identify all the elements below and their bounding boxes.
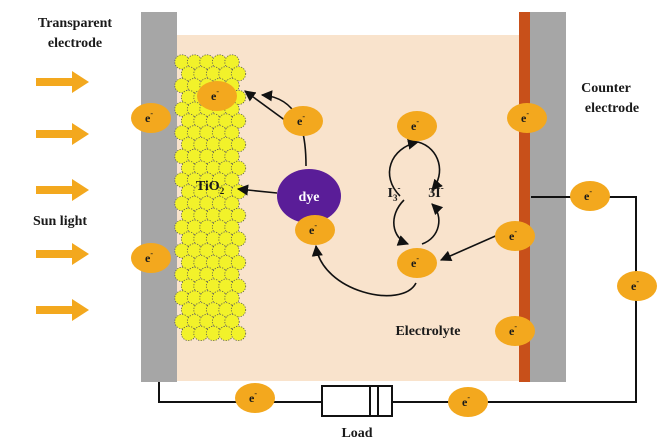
- tio2-particle: [224, 172, 240, 188]
- electron: e-: [283, 106, 323, 136]
- svg-text:e-: e-: [145, 249, 153, 265]
- tio2-particle: [230, 66, 247, 82]
- tio2-particle: [230, 113, 247, 129]
- svg-text:e-: e-: [584, 187, 592, 203]
- electron: e-: [197, 81, 237, 111]
- electron: e-: [397, 111, 437, 141]
- load-resistor: [321, 385, 393, 417]
- electron: e-: [570, 181, 610, 211]
- e-to-tio2-arrow: [244, 90, 287, 122]
- tio2-particle: [218, 325, 234, 341]
- counter-electrode-label-line2: electrode: [585, 101, 639, 116]
- svg-text:e-: e-: [309, 221, 317, 237]
- tio2-particle: [205, 325, 222, 341]
- transparent-electrode: [141, 12, 177, 382]
- tio2-particle: [224, 196, 240, 212]
- svg-text:e-: e-: [509, 322, 517, 338]
- tio2-nanoparticle-layer: [174, 54, 247, 341]
- electrons: e-e-e-e-e-e-e-e-e-e-e-e-e-e-: [131, 81, 657, 417]
- dye-to-tio2-arrow: [236, 184, 278, 196]
- iodide-left-label: I3-: [388, 183, 401, 203]
- electron: e-: [397, 248, 437, 278]
- svg-text:e-: e-: [211, 87, 219, 103]
- tio2-particle: [230, 231, 247, 247]
- tio2-particle: [224, 148, 240, 164]
- electron: e-: [295, 215, 335, 245]
- svg-text:e-: e-: [145, 109, 153, 125]
- svg-text:e-: e-: [297, 112, 305, 128]
- electrolyte-label: Electrolyte: [395, 324, 460, 339]
- tio2-particle: [224, 313, 240, 330]
- tio2-label: TiO2: [196, 179, 225, 196]
- electrolyte-to-dye-arrow: [311, 244, 417, 297]
- tio2-particle: [224, 54, 240, 70]
- transparent-electrode-label-line1: Transparent: [38, 16, 112, 31]
- svg-text:e-: e-: [249, 389, 257, 405]
- electron: e-: [131, 243, 171, 273]
- dye-molecule: [277, 169, 341, 223]
- sun-arrow: [36, 123, 89, 145]
- svg-text:e-: e-: [509, 227, 517, 243]
- svg-text:e-: e-: [462, 393, 470, 409]
- electron: e-: [495, 316, 535, 346]
- transparent-electrode-label-line2: electrode: [48, 36, 102, 51]
- tio2-particle: [230, 160, 247, 176]
- tio2-particle: [224, 243, 240, 259]
- svg-text:e-: e-: [521, 109, 529, 125]
- iodide-right-label: 3I-: [428, 183, 443, 201]
- tio2-particle: [224, 290, 240, 306]
- tio2-particle: [224, 125, 240, 141]
- counter-electrode-label-line1: Counter: [581, 81, 631, 96]
- sun-light-label: Sun light: [33, 214, 87, 229]
- sun-arrow: [36, 299, 89, 321]
- electron: e-: [448, 387, 488, 417]
- electron: e-: [617, 271, 657, 301]
- tio2-particle: [230, 325, 247, 341]
- electron: e-: [235, 383, 275, 413]
- tio2-particle: [224, 266, 240, 282]
- electron: e-: [131, 103, 171, 133]
- load-label: Load: [341, 426, 372, 441]
- electron: e-: [507, 103, 547, 133]
- dye-label: dye: [299, 190, 320, 205]
- tio2-particle: [230, 278, 247, 294]
- sun-arrow: [36, 71, 89, 93]
- tio2-particle: [224, 219, 240, 235]
- counter-electrode-coating: [519, 12, 530, 382]
- svg-text:e-: e-: [411, 117, 419, 133]
- tio2-particle: [230, 207, 247, 223]
- svg-text:e-: e-: [631, 277, 639, 293]
- sunlight-arrows: [36, 71, 89, 321]
- svg-text:e-: e-: [411, 254, 419, 270]
- tio2-particle: [180, 325, 197, 341]
- sun-arrow: [36, 179, 89, 201]
- electron: e-: [495, 221, 535, 251]
- tio2-particle: [230, 137, 247, 153]
- counter-to-electrolyte-arrow: [439, 233, 501, 262]
- tio2-particle: [193, 325, 209, 341]
- tio2-particle: [230, 255, 247, 271]
- redox-cycle: [388, 138, 444, 246]
- sun-arrow: [36, 243, 89, 265]
- tio2-particle: [230, 302, 247, 318]
